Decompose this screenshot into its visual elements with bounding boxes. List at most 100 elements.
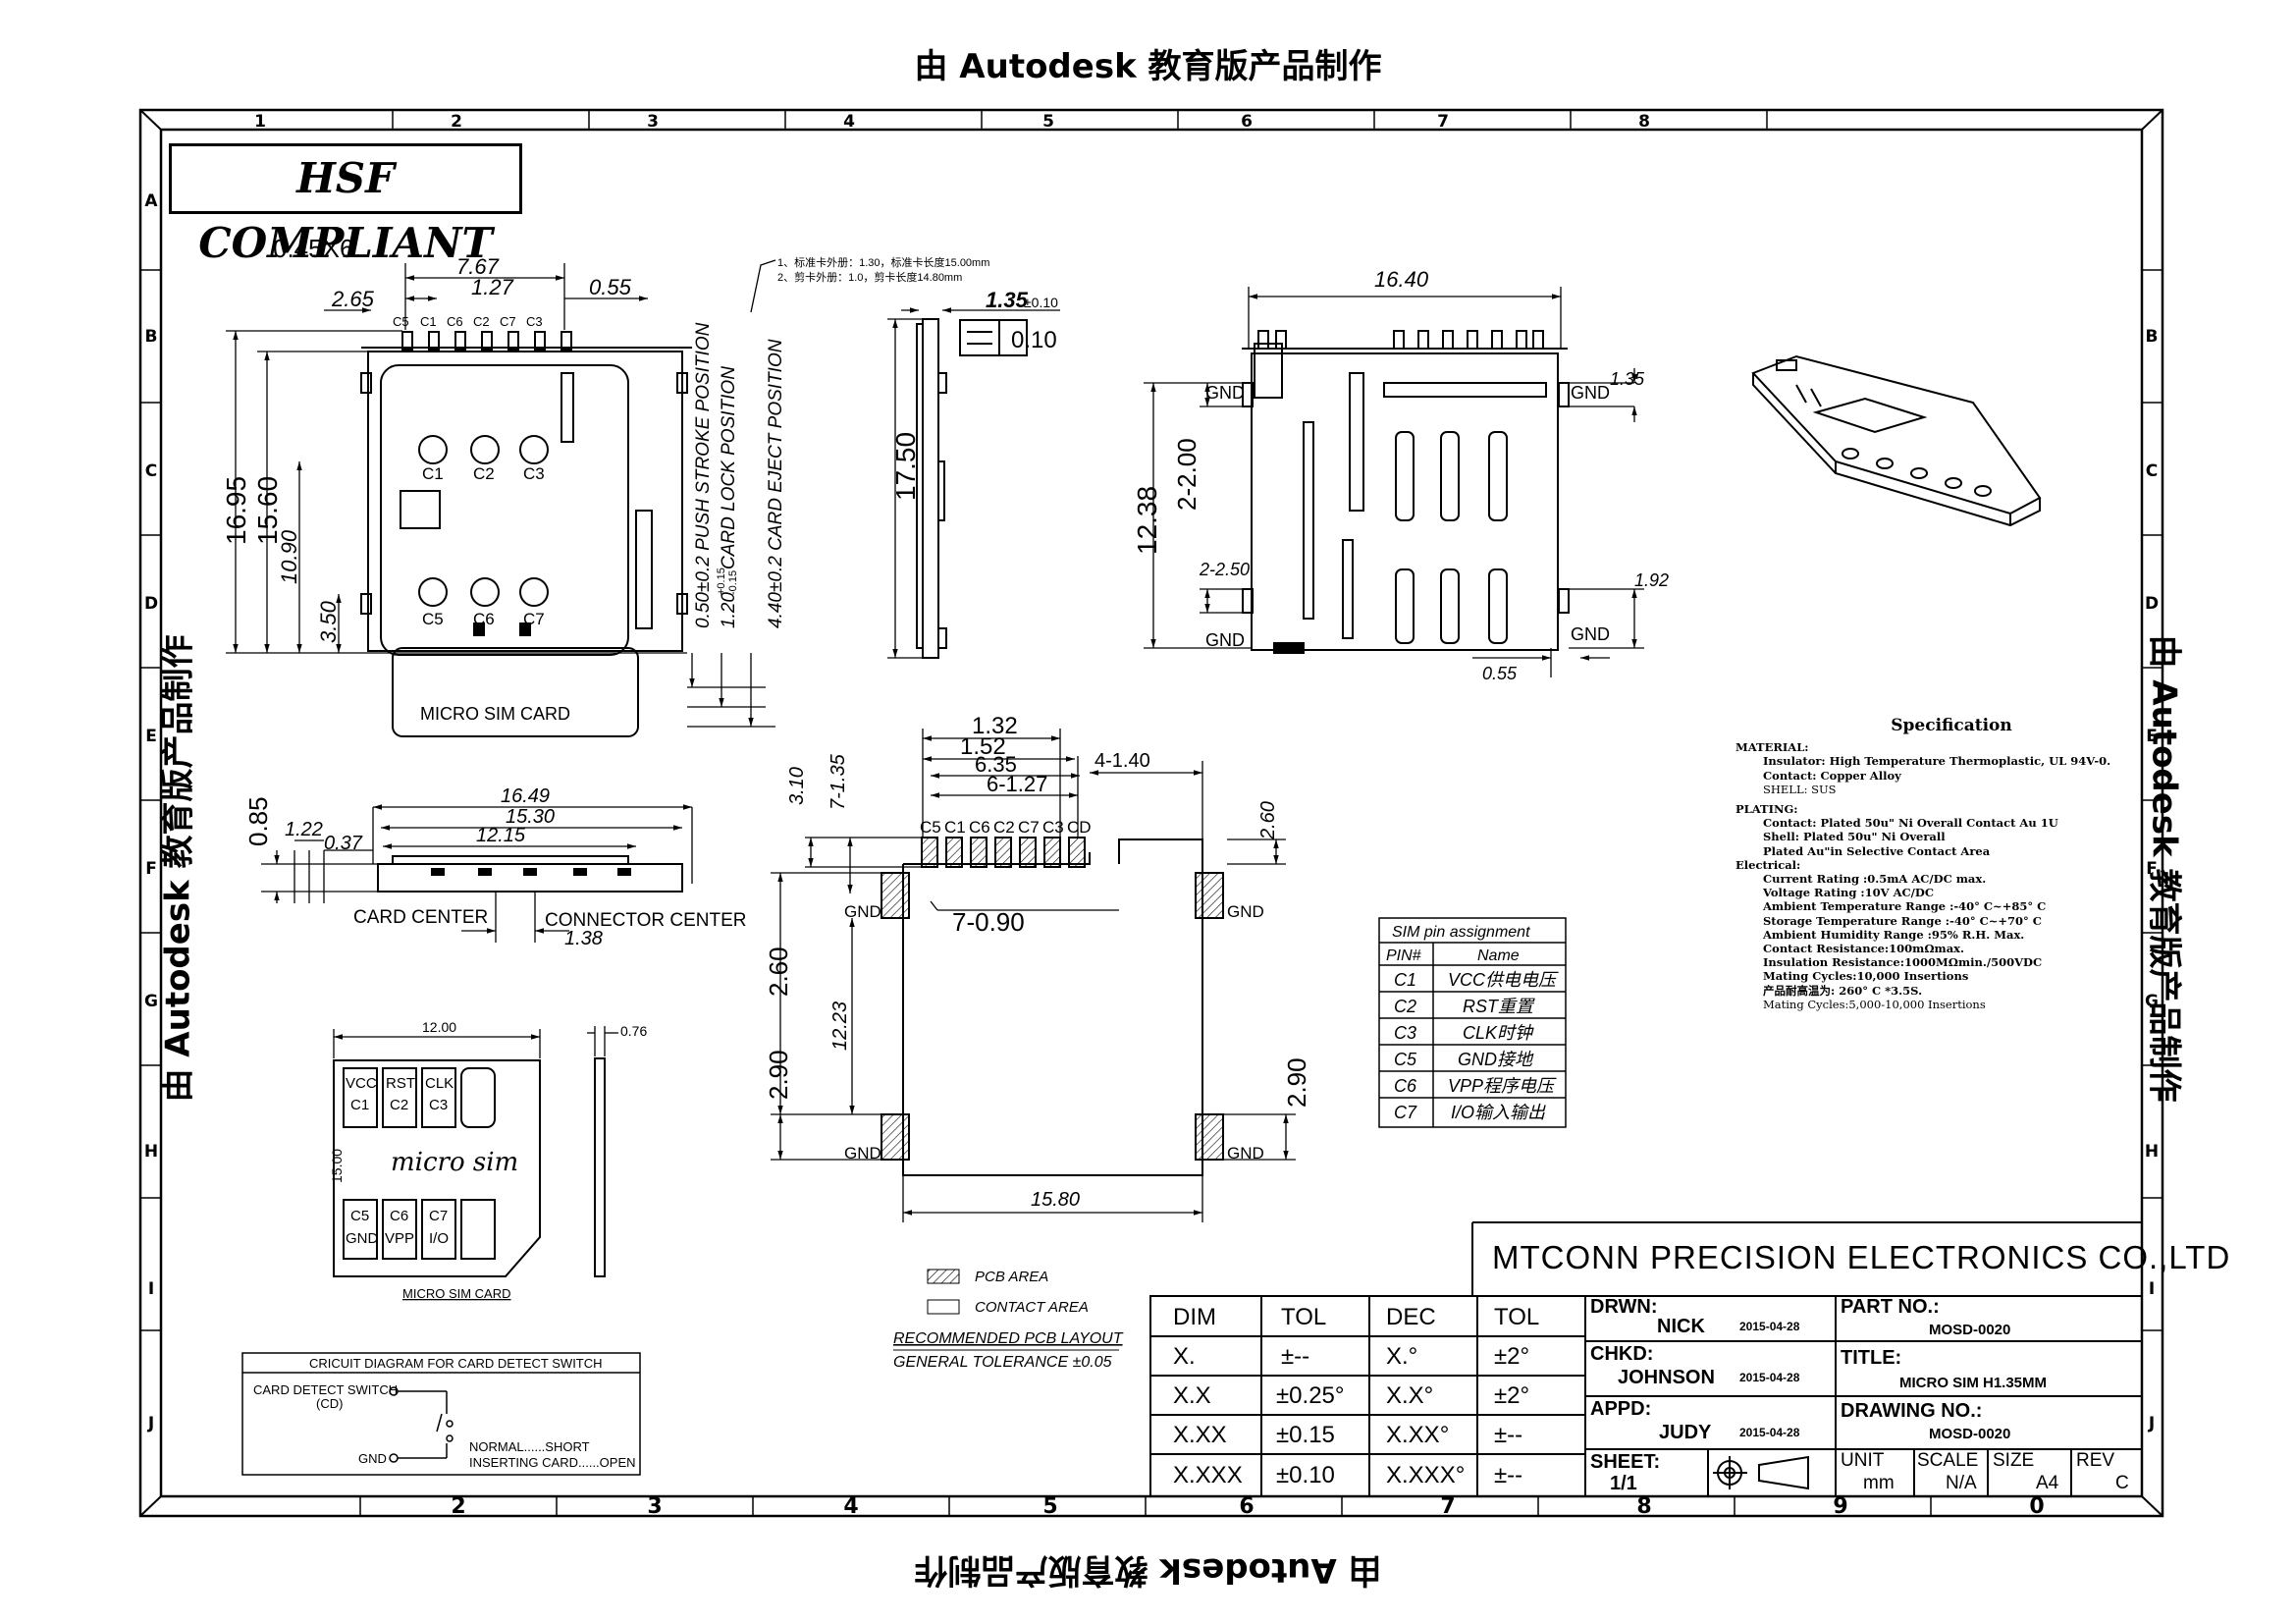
row-label: D [2145, 594, 2159, 614]
tol-cell: X.XXX [1173, 1462, 1243, 1488]
gnd-label: GND [844, 1144, 881, 1163]
appd-label: APPD: [1590, 1398, 1652, 1420]
spec-reflow: 产品耐高温为: 260° C *3.5S. [1763, 983, 1923, 998]
card-cell: RST [386, 1075, 415, 1092]
pcb-layout-text: 1.32 1.52 6.35 6-1.27 4-1.40 3.10 7-1.35… [764, 713, 1311, 1211]
position-label: 0.50±0.2 PUSH STROKE POSITION [693, 322, 714, 628]
sheet-label: SHEET: [1590, 1451, 1661, 1473]
dim-label: 0.85 [243, 796, 273, 846]
row-label: E [145, 727, 157, 746]
pin-cell: VPP程序电压 [1448, 1076, 1557, 1096]
size-label: SIZE [1993, 1450, 2035, 1471]
dim-label: 0.37 [324, 833, 363, 854]
dim-label: 1.35 [986, 288, 1029, 312]
dim-label: 1.22 [285, 819, 323, 840]
col-label: 2 [451, 1494, 465, 1519]
pin-cell: C7 [1394, 1103, 1417, 1122]
dim-label: 4-1.40 [1095, 750, 1150, 772]
cd-label: (CD) [316, 1396, 343, 1411]
chkd-date: 2015-04-28 [1739, 1371, 1800, 1384]
legend-pcb-area: PCB AREA [975, 1269, 1048, 1285]
tol-cell: ±-- [1281, 1343, 1310, 1370]
card-cell: C7 [429, 1208, 448, 1224]
row-label: E [2146, 727, 2158, 746]
row-label: J [147, 1414, 154, 1434]
card-center-label: CARD CENTER [353, 907, 488, 928]
chkd-label: CHKD: [1590, 1343, 1654, 1365]
tol-cell: ±-- [1494, 1462, 1523, 1488]
tol-cell: X. [1173, 1343, 1196, 1370]
dim-label: 12.38 [1132, 486, 1162, 555]
rev-label: REV [2076, 1450, 2115, 1471]
pin-cell: C3 [1394, 1023, 1416, 1043]
side-view-text: 1.35 ±0.10 0.10 17.50 [890, 288, 1058, 501]
card-cell: CLK [425, 1075, 454, 1092]
row-label: H [2145, 1142, 2159, 1162]
micro-sim-text: 12.00 15.00 0.76 micro sim VCC C1 RST C2… [329, 1019, 647, 1301]
dim-label: 16.95 [221, 476, 251, 545]
gnd-label: GND [358, 1451, 387, 1466]
pin-label: C6 [447, 314, 463, 329]
contact-label: C3 [523, 464, 545, 483]
col-label: 7 [1440, 1494, 1455, 1519]
dim-label: 16.49 [501, 785, 550, 807]
dim-label: 1.35 [1610, 369, 1645, 389]
col-label: 4 [843, 1494, 858, 1519]
rev-value: C [2115, 1473, 2129, 1493]
dim-label: 10.90 [277, 529, 301, 584]
pin-cell: C2 [1394, 997, 1416, 1016]
dim-label: 7-0.90 [952, 907, 1025, 937]
part-label: PART NO.: [1841, 1296, 1940, 1318]
scale-value: N/A [1946, 1473, 1977, 1493]
spec-plating-area: Plated Au"in Selective Contact Area [1763, 843, 1991, 858]
contact-label: C5 [422, 610, 444, 628]
dim-label: 2.90 [764, 1050, 793, 1100]
circuit-title: CRICUIT DIAGRAM FOR CARD DETECT SWITCH [309, 1356, 603, 1371]
position-label: 1.20 [719, 592, 739, 628]
row-label: H [144, 1142, 158, 1162]
dim-label: 2.60 [764, 947, 793, 997]
tol-cell: X.° [1386, 1343, 1418, 1370]
row-label: F [145, 859, 157, 879]
spec-insulator: Insulator: High Temperature Thermoplasti… [1763, 754, 2111, 769]
spec-material: MATERIAL: [1735, 740, 1809, 755]
pin-cell: C1 [1394, 970, 1416, 990]
legend-contact-area: CONTACT AREA [975, 1299, 1089, 1316]
dim-label: 7.67 [456, 254, 500, 279]
connector-center-label: CONNECTOR CENTER [545, 910, 747, 931]
dim-label: 7-1.35 [828, 753, 849, 810]
dim-label: 17.50 [890, 432, 921, 501]
spec-mating: Mating Cycles:10,000 Insertions [1763, 969, 1969, 984]
card-cell: C5 [350, 1208, 369, 1224]
position-label: +0.15 [716, 568, 727, 595]
col-label: 9 [1833, 1494, 1847, 1519]
card-cell: C1 [350, 1097, 369, 1113]
unit-value: mm [1863, 1473, 1895, 1493]
front-view [261, 804, 693, 943]
col-label: 8 [1638, 112, 1650, 132]
dim-label: 2.65 [331, 287, 375, 311]
gnd-label: GND [1227, 1144, 1264, 1163]
contact-label: C6 [473, 610, 495, 628]
iso-view [1751, 354, 2042, 527]
appd-name: JUDY [1659, 1422, 1712, 1443]
contact-label: C7 [523, 610, 545, 628]
switch-label: CARD DETECT SWITCH [253, 1382, 398, 1397]
sheet-value: 1/1 [1610, 1473, 1637, 1494]
col-label: 4 [843, 112, 855, 132]
col-label: 1 [254, 112, 266, 132]
top-view [226, 259, 776, 737]
contact-label: C1 [422, 464, 444, 483]
dim-label: 6-1.27 [987, 772, 1047, 796]
pin-label: C3 [526, 314, 543, 329]
unit-label: UNIT [1841, 1450, 1885, 1471]
tol-header: DIM [1173, 1304, 1216, 1330]
tol-cell: X.X° [1386, 1382, 1434, 1409]
scale-label: SCALE [1917, 1450, 1979, 1471]
col-label: 3 [647, 1494, 662, 1519]
dim-label: 3.50 [316, 600, 341, 643]
side-view [887, 307, 1060, 659]
card-cell: C2 [390, 1097, 408, 1113]
pin-cell: CLK时钟 [1463, 1023, 1534, 1043]
right-view [1144, 287, 1644, 677]
